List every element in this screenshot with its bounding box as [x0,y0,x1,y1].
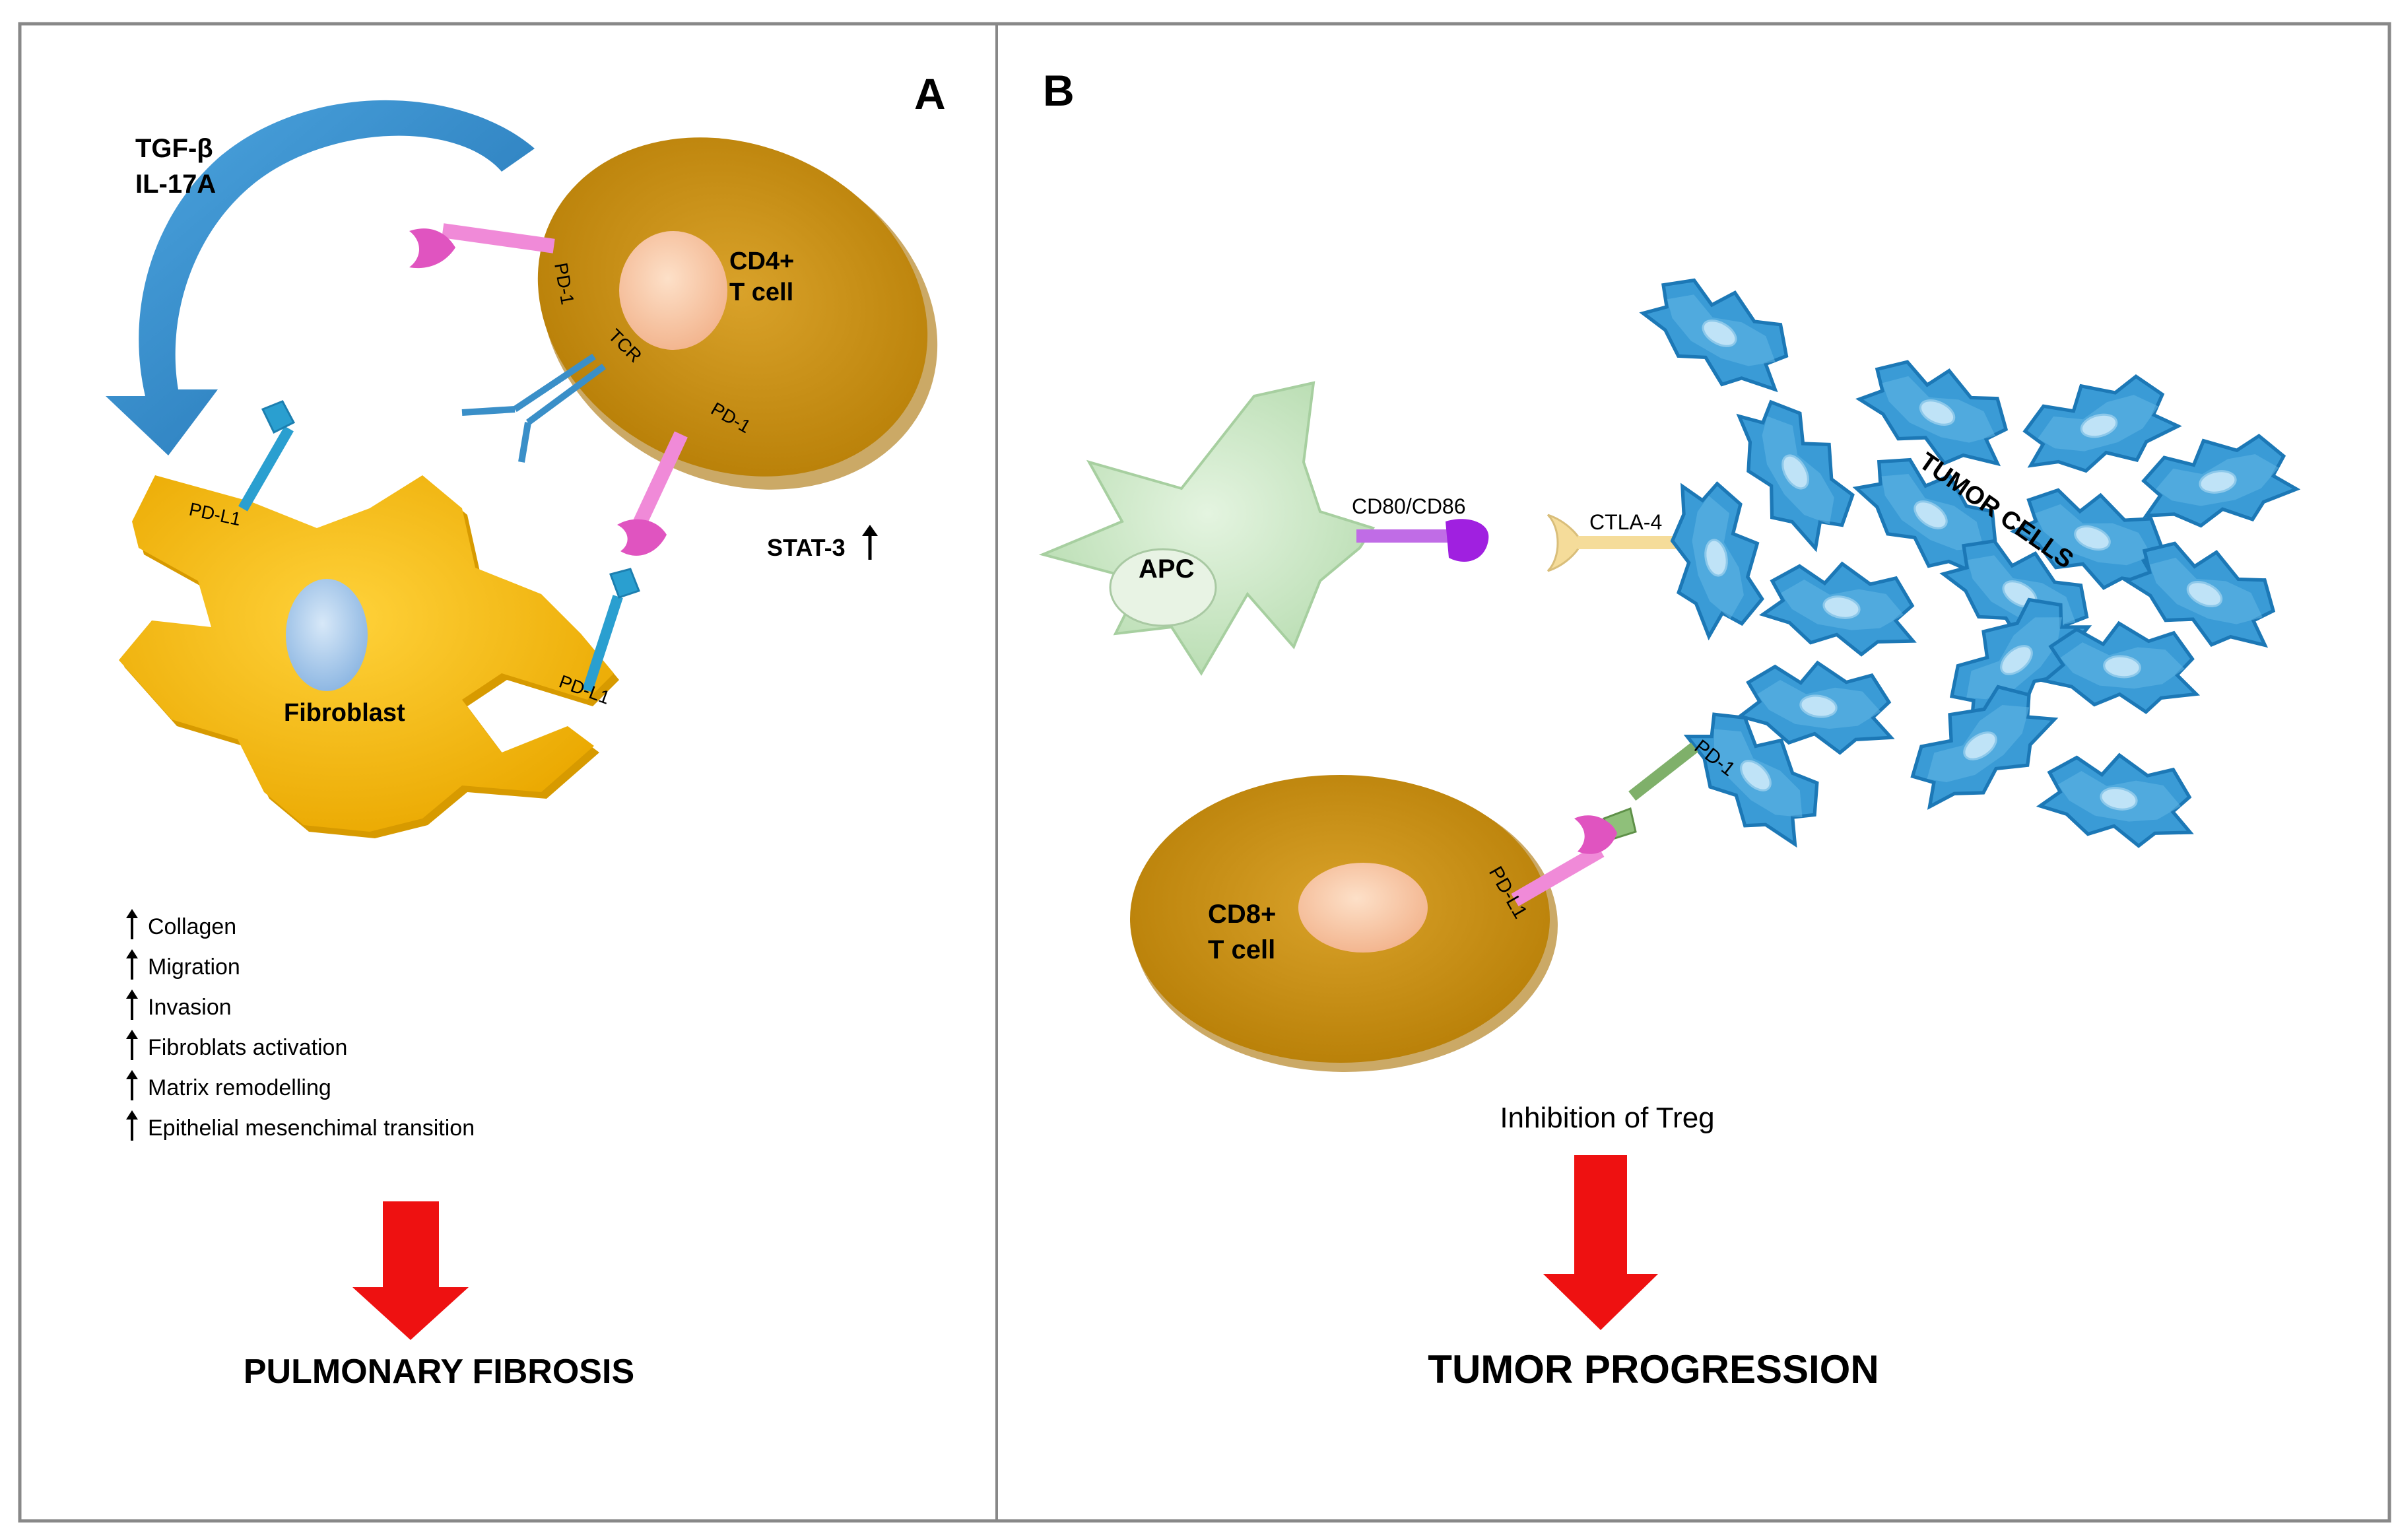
cd80-head-icon [1446,519,1489,562]
red-down-arrow-icon [352,1201,469,1340]
effect-label: Epithelial mesenchimal transition [148,1116,475,1141]
effect-label: Collagen [148,914,236,939]
cd4-t-cell [537,137,928,477]
pd1-top-receptor [442,223,555,253]
inhibition-of-treg-label: Inhibition of Treg [1500,1102,1714,1134]
effect-label: Fibroblats activation [148,1035,347,1060]
effect-item: Epithelial mesenchimal transition [126,1110,475,1141]
pdl1-left-head-icon [261,400,296,434]
effect-item: Migration [126,949,240,980]
apc-label: APC [1139,554,1194,584]
tumor-cell [2135,426,2300,537]
cd4-label-line2: T cell [729,279,793,306]
pd1-tumor-stalk [1628,742,1698,801]
effect-item: Matrix remodelling [126,1070,331,1100]
cd4-nucleus [619,231,727,350]
fibroblast-label: Fibroblast [284,699,405,727]
tumor-cell [1632,258,1807,409]
effect-item: Invasion [126,989,232,1020]
ctla4-head-icon [1547,514,1582,572]
pdl1-cd8-head-icon [1574,815,1617,854]
tumor-progression-outcome: TUMOR PROGRESSION [1428,1347,1879,1391]
pd1-lower-head-icon [617,519,667,556]
pulmonary-fibrosis-outcome: PULMONARY FIBROSIS [244,1353,634,1391]
tumor-cell [2036,743,2201,854]
fibroblast-nucleus [286,579,368,691]
red-down-arrow-b-icon [1543,1155,1658,1330]
pdl1-right-head-icon [609,568,640,599]
fibroblast-cell [119,475,614,832]
panel-b: B APC CD80/CD86 CTLA-4 TUMOR CELLS PD-1 … [1038,66,2300,1391]
cd4-label-line1: CD4+ [729,248,794,275]
cd80-stalk [1356,529,1452,543]
ctla4-stalk [1578,536,1677,549]
cytokine-il17: IL-17A [135,170,216,199]
pdl1-cd8-stalk [1511,844,1605,907]
effect-label: Migration [148,954,240,980]
cd8-nucleus [1298,863,1428,953]
pd1-top-head-icon [409,228,455,269]
apc-cell [1038,381,1376,676]
curved-arrow-icon [106,100,535,456]
tumor-cell [1720,384,1871,559]
pdl1-right-receptor [582,595,623,692]
tumor-cell [1661,475,1772,640]
effect-label: Invasion [148,995,232,1020]
tumor-cell [1759,552,1924,663]
stat3-label: STAT-3 [767,534,846,561]
pdl1-left-receptor [238,426,294,512]
panel-a-letter: A [914,69,946,118]
cd8-label-line2: T cell [1208,935,1275,964]
cd8-label-line1: CD8+ [1208,900,1276,929]
ctla4-label: CTLA-4 [1589,510,1662,534]
cytokine-tgf: TGF-β [135,134,213,163]
cd80-label: CD80/CD86 [1352,494,1466,518]
effect-label: Matrix remodelling [148,1075,331,1100]
figure-frame [18,22,2391,1523]
tcr-receptor-icon [461,353,606,463]
effect-item: Fibroblats activation [126,1030,347,1060]
effect-item: Collagen [126,909,236,939]
panel-a: A TGF-β IL-17A CD4+ T cell PD-1 TCR PD-1… [106,69,946,1391]
apc-nucleus [1109,548,1217,627]
pd1-lower-receptor [627,431,688,539]
panel-b-letter: B [1043,66,1075,115]
